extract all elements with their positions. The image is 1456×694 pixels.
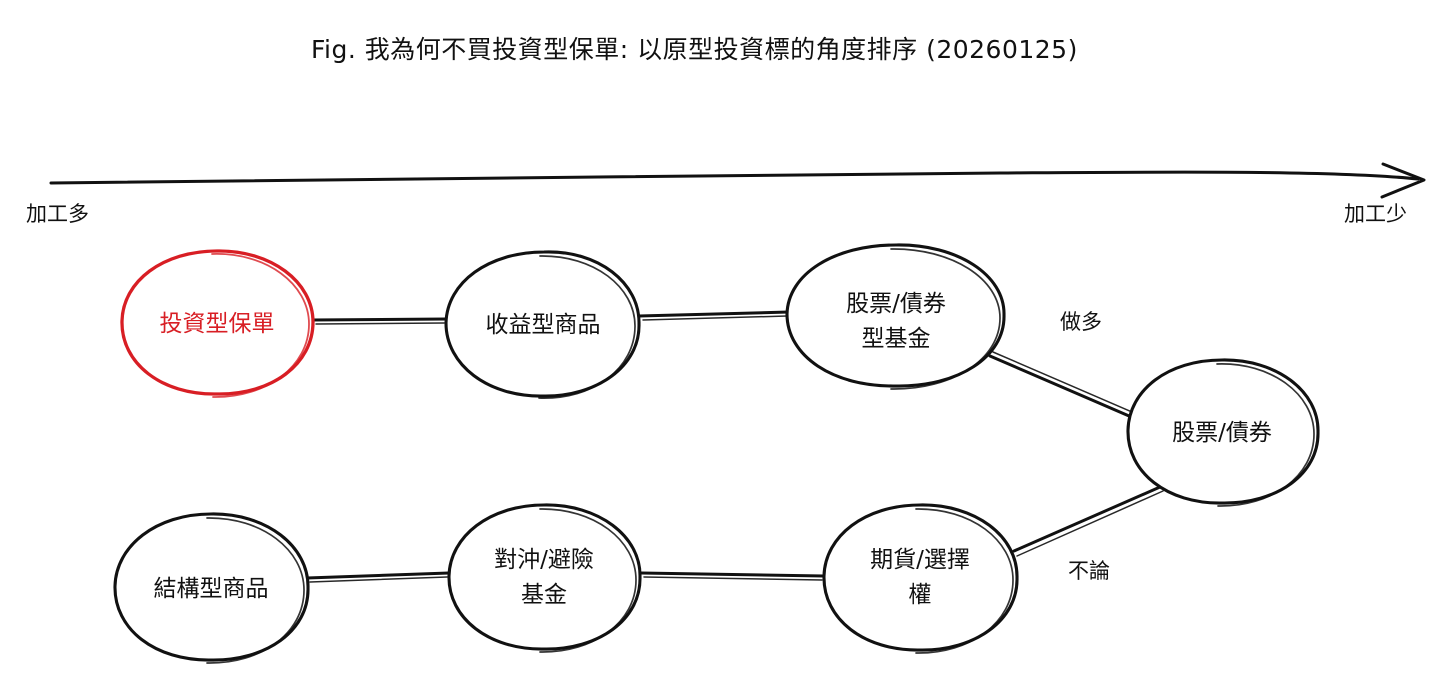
- node-hedge-funds[interactable]: 對沖/避險 基金: [447, 503, 642, 653]
- node-label: 股票/債券: [1172, 420, 1272, 446]
- edge-structured-hedge: [305, 571, 451, 583]
- node-label-line2: 基金: [521, 582, 567, 608]
- axis-label-left: 加工多: [26, 202, 89, 226]
- node-label-line1: 期貨/選擇: [870, 547, 970, 573]
- node-label-line1: 對沖/避險: [494, 547, 594, 573]
- edge-path: [1012, 485, 1162, 553]
- spectrum-axis: 加工多 加工少: [26, 162, 1426, 226]
- node-outline: [120, 249, 315, 396]
- node-outline-ghost: [1216, 363, 1315, 507]
- arrow-right-icon: [1380, 162, 1426, 199]
- node-label-line2: 型基金: [862, 326, 931, 352]
- edge-path-ghost: [315, 322, 445, 325]
- edge-group: [305, 310, 1164, 583]
- node-outline-ghost: [915, 508, 1014, 654]
- edge-path-ghost: [643, 576, 823, 581]
- node-outline-ghost: [538, 255, 636, 399]
- node-equity-bond[interactable]: 股票/債券: [1126, 358, 1320, 507]
- edge-path: [988, 354, 1145, 424]
- edge-path: [305, 571, 451, 580]
- node-outline: [785, 243, 1006, 388]
- edge-hedge-futures: [639, 571, 826, 581]
- node-investment-linked-insurance[interactable]: 投資型保單: [120, 249, 315, 398]
- edge-insurance-income: [310, 317, 449, 325]
- edge-path: [637, 310, 791, 318]
- edge-label-either: 不論: [1068, 559, 1110, 583]
- edge-path: [639, 571, 826, 578]
- node-outline: [1126, 358, 1320, 505]
- node-outline-ghost: [211, 253, 310, 398]
- node-equity-bond-funds[interactable]: 股票/債券 型基金: [785, 243, 1006, 390]
- node-outline: [444, 250, 641, 398]
- edge-futures-equitybond: [1012, 485, 1164, 557]
- edge-income-income-funds: [637, 310, 791, 321]
- node-futures-options[interactable]: 期貨/選擇 權: [822, 503, 1019, 654]
- edge-path: [310, 317, 449, 322]
- edge-path-ghost: [642, 315, 788, 321]
- node-outline-ghost: [890, 248, 1001, 390]
- edge-path-ghost: [992, 351, 1147, 419]
- node-label-line2: 權: [909, 582, 932, 608]
- figure-title: Fig. 我為何不買投資型保單: 以原型投資標的角度排序 (20260125): [311, 35, 1078, 64]
- node-label-line1: 股票/債券: [846, 291, 946, 317]
- axis-line: [49, 170, 1420, 185]
- node-outline-ghost: [206, 517, 305, 664]
- node-label: 投資型保單: [160, 311, 275, 337]
- node-structured-products[interactable]: 結構型商品: [113, 512, 310, 664]
- node-label: 收益型商品: [486, 312, 601, 338]
- node-outline: [447, 503, 642, 651]
- edge-path-ghost: [1016, 490, 1164, 557]
- edge-funds-equitybond: [988, 351, 1147, 424]
- node-outline: [822, 503, 1019, 652]
- node-outline-ghost: [539, 508, 637, 653]
- edge-label-long: 做多: [1060, 310, 1102, 334]
- node-income-products[interactable]: 收益型商品: [444, 250, 641, 399]
- node-label: 結構型商品: [154, 576, 269, 602]
- edge-path-ghost: [309, 576, 448, 583]
- node-outline: [113, 512, 310, 662]
- axis-label-right: 加工少: [1344, 202, 1407, 226]
